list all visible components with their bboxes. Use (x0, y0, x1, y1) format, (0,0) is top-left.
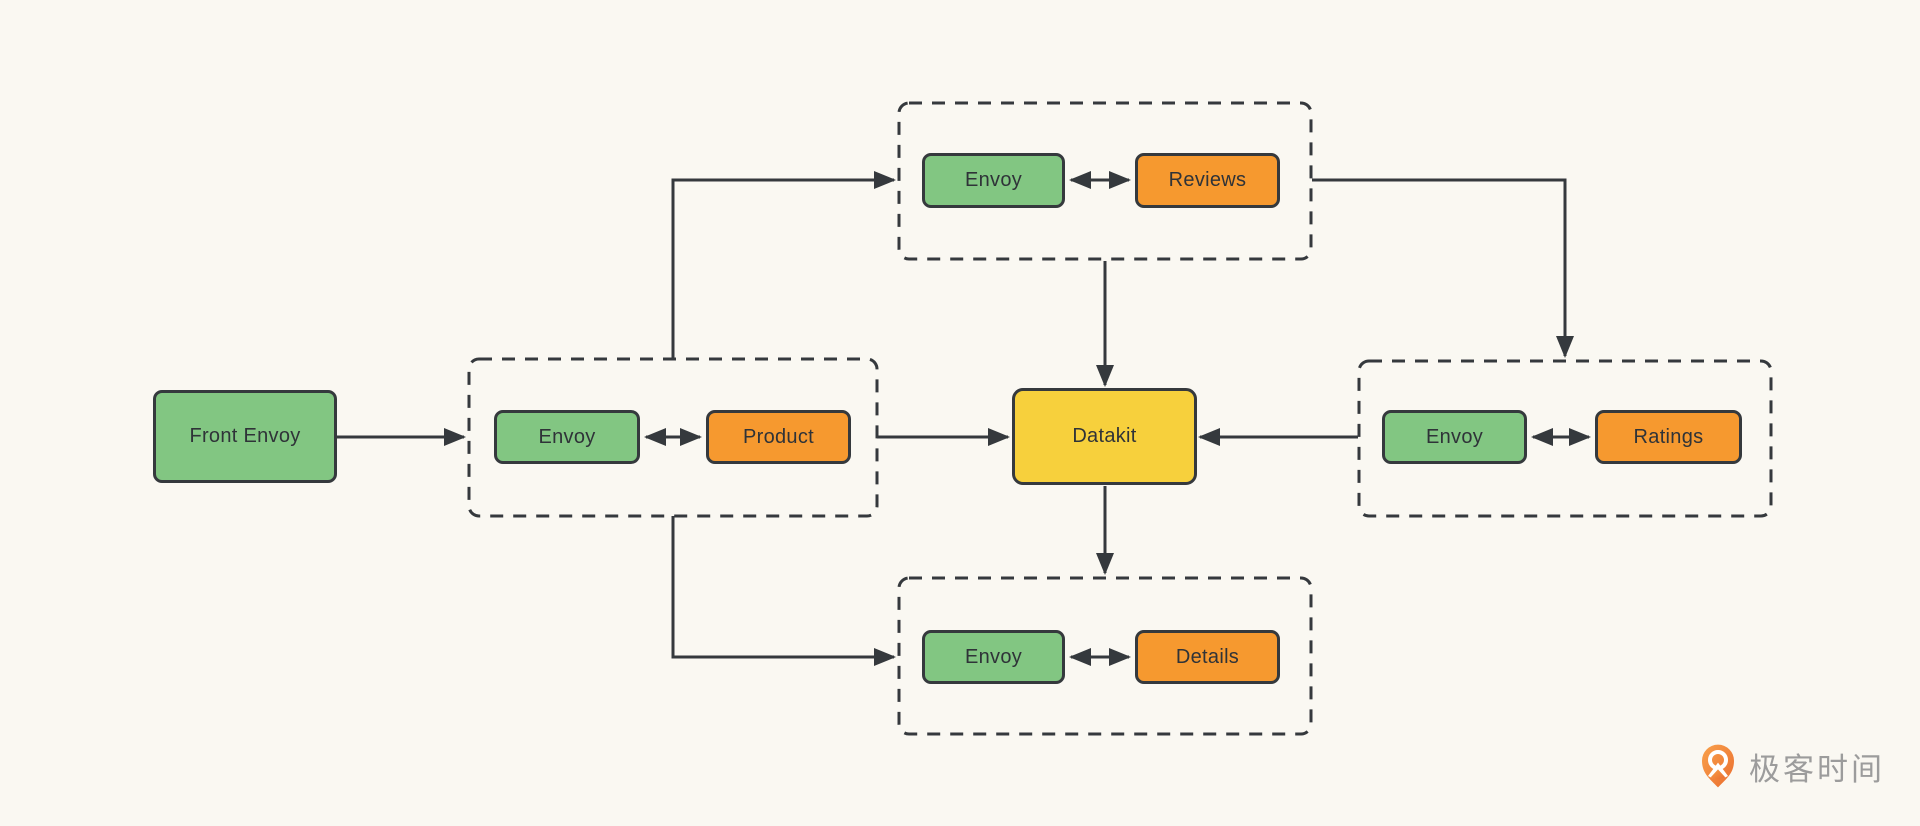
node-envoy-reviews: Envoy (922, 153, 1065, 208)
node-ratings: Ratings (1595, 410, 1742, 464)
node-envoy-product: Envoy (494, 410, 640, 464)
node-envoy-ratings: Envoy (1382, 410, 1527, 464)
node-datakit: Datakit (1012, 388, 1197, 485)
edge-product-to-reviews (671, 171, 896, 359)
group-product: Envoy Product (468, 358, 878, 517)
node-front-envoy: Front Envoy (153, 390, 337, 483)
node-details: Details (1135, 630, 1280, 684)
node-envoy-details: Envoy (922, 630, 1065, 684)
group-details: Envoy Details (898, 577, 1312, 735)
watermark-text: 极客时间 (1749, 751, 1885, 787)
group-outline-details (897, 576, 1313, 736)
node-reviews: Reviews (1135, 153, 1280, 208)
group-ratings: Envoy Ratings (1358, 360, 1772, 517)
edge-product-to-details (671, 516, 896, 666)
group-reviews: Envoy Reviews (898, 102, 1312, 260)
group-outline-reviews (897, 101, 1313, 261)
geektime-watermark: 极客时间 (1698, 742, 1885, 790)
node-product: Product (706, 410, 851, 464)
geektime-logo-icon (1702, 744, 1734, 788)
edge-reviews-to-ratings (1312, 178, 1574, 358)
group-outline-ratings (1357, 359, 1773, 518)
